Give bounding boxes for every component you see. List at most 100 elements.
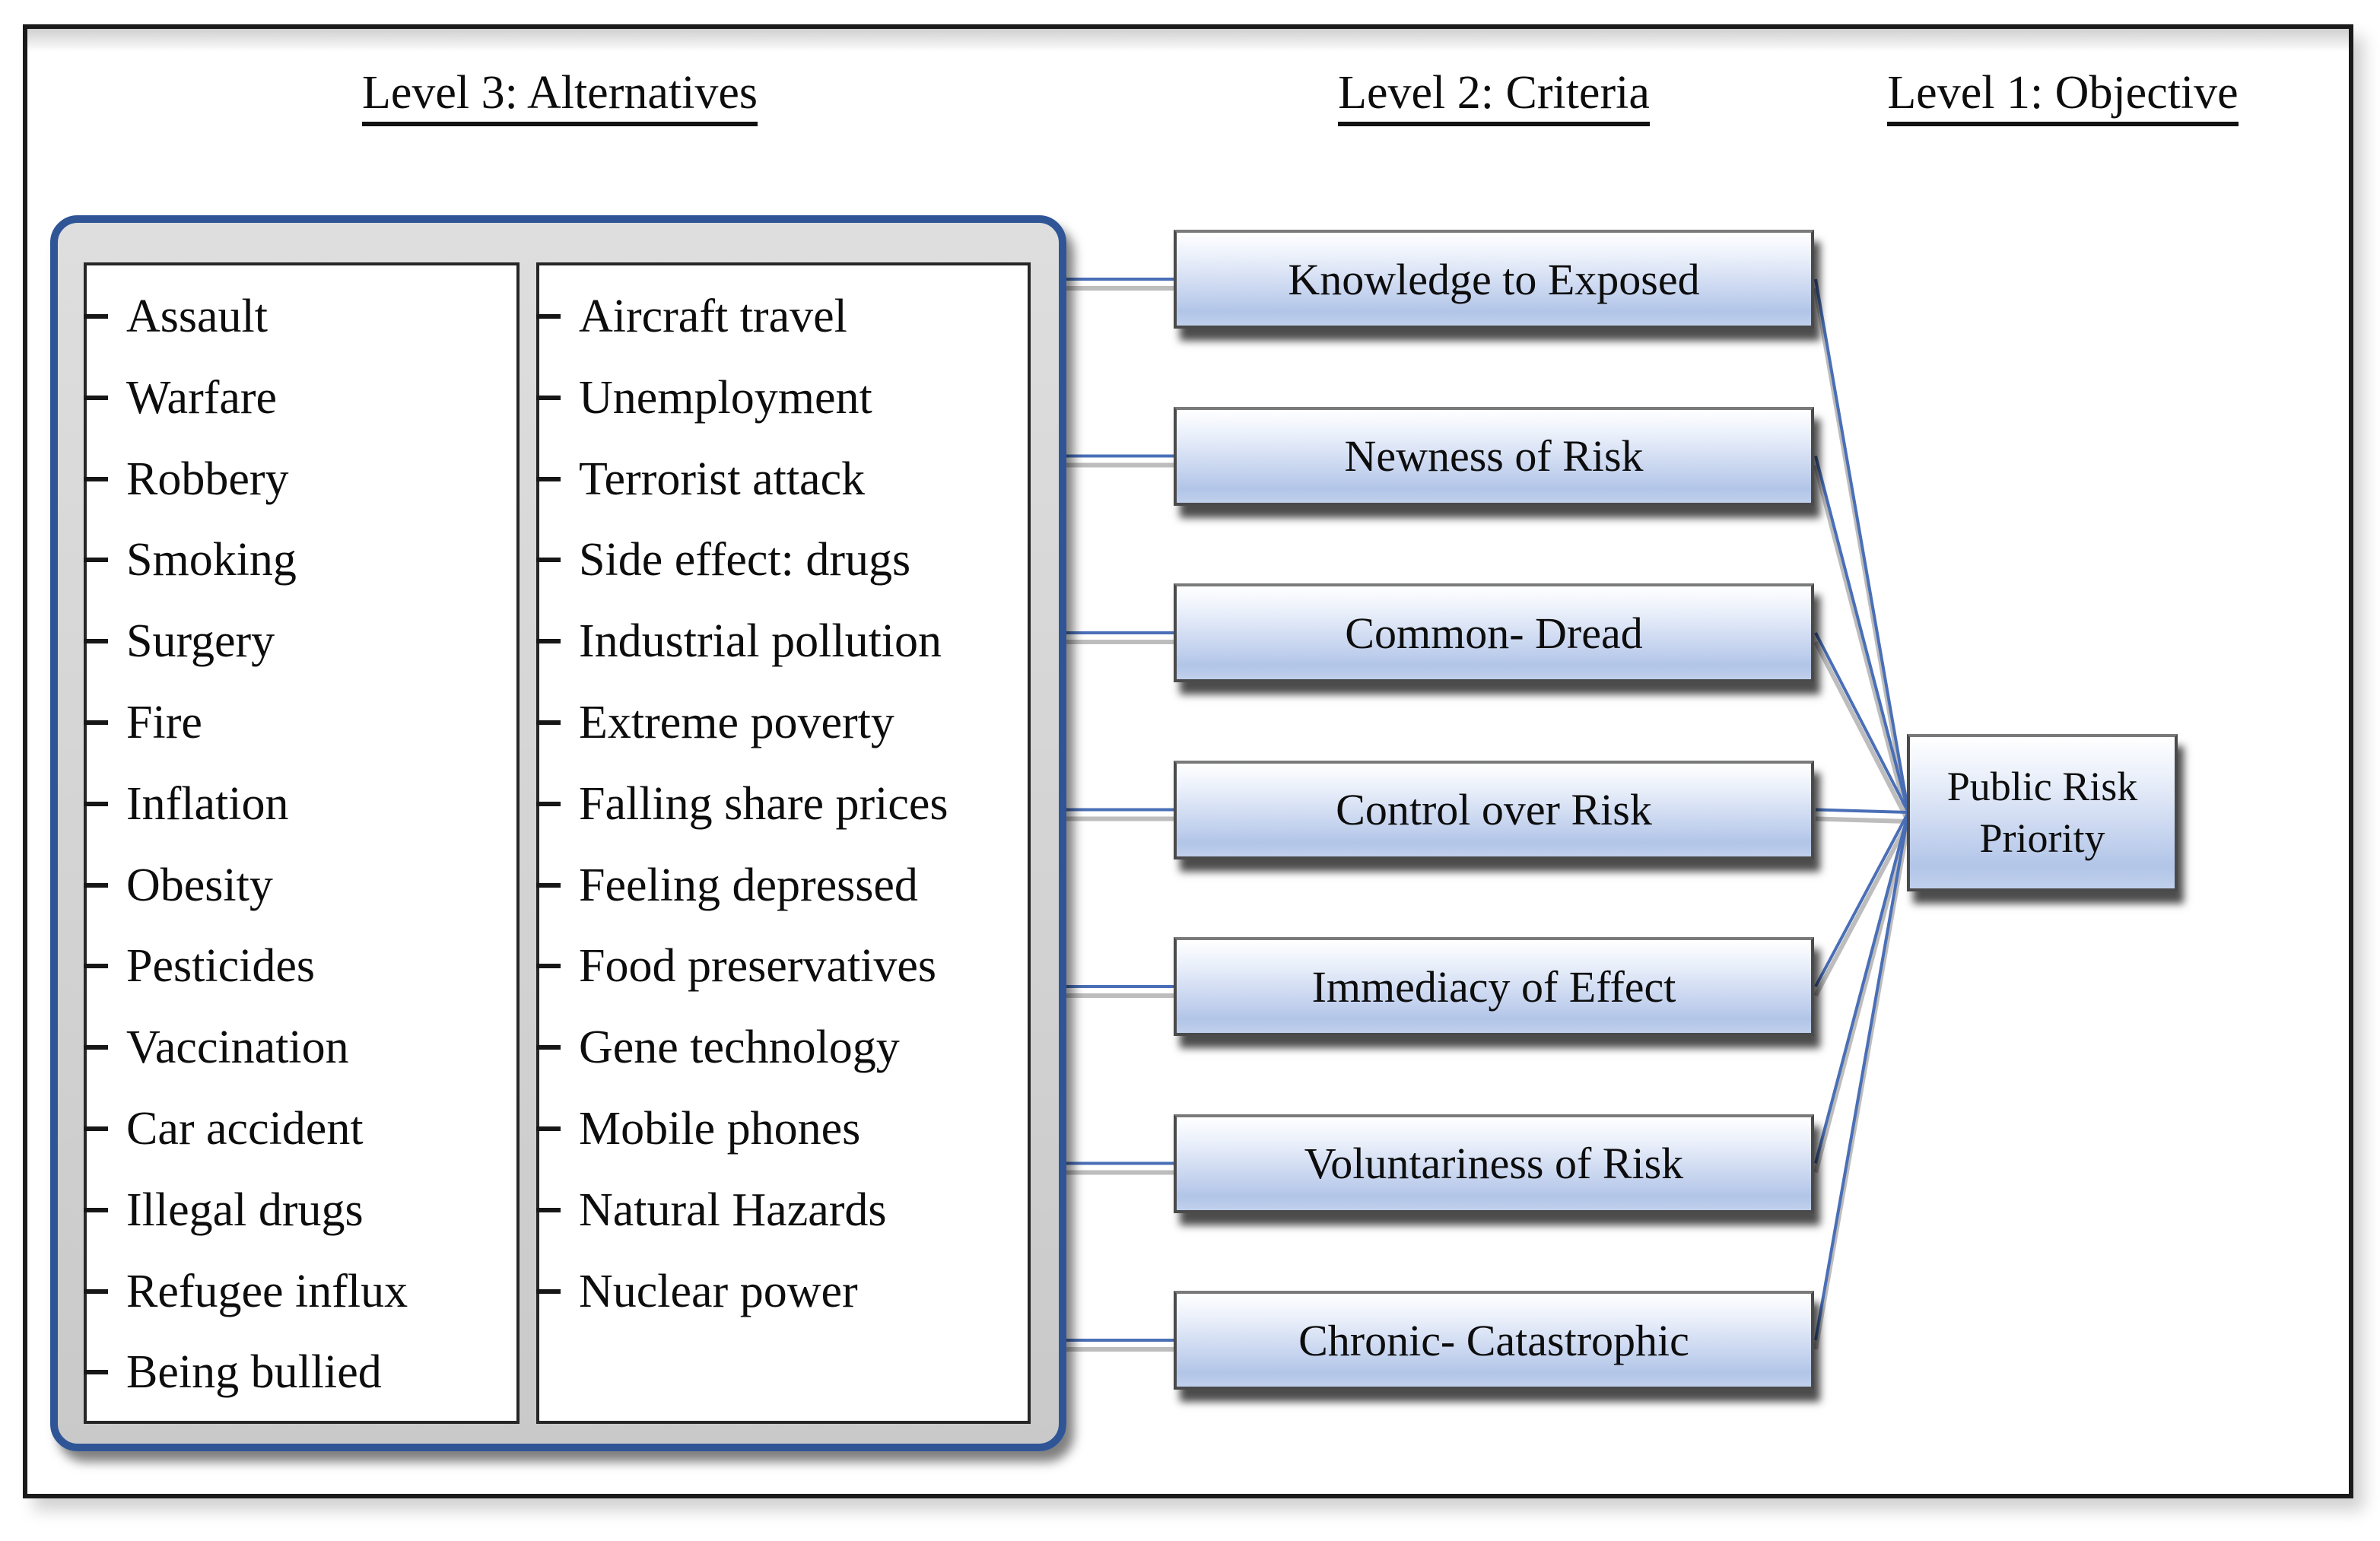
item-dash-icon — [84, 1370, 108, 1375]
alternative-item-label: Pesticides — [126, 940, 315, 993]
alternative-item-label: Unemployment — [579, 371, 872, 424]
alternative-item: Obesity — [84, 859, 516, 911]
alternative-item-label: Fire — [126, 697, 202, 748]
alternative-item-label: Industrial pollution — [579, 615, 942, 668]
alternative-item: Mobile phones — [536, 1103, 1028, 1155]
alternative-item: Car accident — [84, 1103, 516, 1155]
item-dash-icon — [536, 558, 561, 563]
item-dash-icon — [536, 1045, 561, 1050]
alternative-item: Feeling depressed — [536, 859, 1028, 911]
item-dash-icon — [536, 314, 561, 319]
item-dash-icon — [536, 1126, 561, 1131]
alternative-item: Nuclear power — [536, 1265, 1028, 1317]
alternative-item: Refugee influx — [84, 1265, 516, 1317]
item-dash-icon — [536, 882, 561, 888]
alternative-item-label: Refugee influx — [126, 1265, 408, 1317]
item-dash-icon — [536, 1207, 561, 1212]
level2-title: Level 2: Criteria — [1190, 67, 1798, 127]
alternative-item-label: Assault — [126, 291, 268, 342]
alternative-item-label: Obesity — [126, 859, 273, 911]
alternative-item: Aircraft travel — [536, 291, 1028, 342]
criteria-label: Newness of Risk — [1344, 431, 1644, 481]
alternative-item-label: Side effect: drugs — [579, 534, 911, 586]
alternative-item: Extreme poverty — [536, 697, 1028, 748]
alternative-item: Falling share prices — [536, 777, 1028, 830]
alternative-item: Industrial pollution — [536, 615, 1028, 668]
item-dash-icon — [84, 476, 108, 481]
alternative-item-label: Aircraft travel — [579, 291, 847, 342]
alternative-item-label: Inflation — [126, 777, 289, 830]
alternative-item: Unemployment — [536, 371, 1028, 424]
criteria-box: Newness of Risk — [1174, 406, 1814, 506]
alternative-item: Illegal drugs — [84, 1184, 516, 1236]
alternative-item-label: Mobile phones — [579, 1103, 861, 1155]
item-dash-icon — [84, 1288, 108, 1294]
item-dash-icon — [84, 720, 108, 725]
criteria-label: Common- Dread — [1345, 608, 1643, 658]
item-dash-icon — [536, 476, 561, 481]
level1-title-text: Level 1: Objective — [1887, 67, 2239, 127]
alternative-item-label: Vaccination — [126, 1022, 349, 1074]
alternative-item-label: Nuclear power — [579, 1265, 858, 1317]
alternative-item-label: Food preservatives — [579, 940, 937, 993]
criteria-label: Chronic- Catastrophic — [1298, 1315, 1689, 1365]
alternative-item: Natural Hazards — [536, 1184, 1028, 1236]
alternative-item-label: Robbery — [126, 453, 289, 505]
item-dash-icon — [84, 1126, 108, 1131]
criteria-label: Immediacy of Effect — [1311, 961, 1676, 1012]
alternative-item-label: Gene technology — [579, 1022, 900, 1074]
alternative-item-label: Car accident — [126, 1103, 364, 1155]
alternative-item-label: Terrorist attack — [579, 453, 866, 505]
alternative-item-label: Natural Hazards — [579, 1184, 887, 1236]
objective-box: Public Risk Priority — [1907, 734, 2178, 891]
alternative-item-label: Illegal drugs — [126, 1184, 364, 1236]
alternative-item: Side effect: drugs — [536, 534, 1028, 586]
criteria-box: Common- Dread — [1174, 583, 1814, 682]
criteria-box: Chronic- Catastrophic — [1174, 1291, 1814, 1390]
item-dash-icon — [84, 882, 108, 888]
alternative-item: Terrorist attack — [536, 453, 1028, 505]
criteria-label: Control over Risk — [1336, 785, 1652, 834]
alternative-item-label: Smoking — [126, 534, 297, 586]
alternative-item-label: Feeling depressed — [579, 859, 918, 911]
item-dash-icon — [84, 314, 108, 319]
item-dash-icon — [84, 1045, 108, 1050]
item-dash-icon — [84, 1207, 108, 1212]
item-dash-icon — [536, 639, 561, 644]
criteria-box: Voluntariness of Risk — [1174, 1114, 1814, 1213]
criteria-box: Control over Risk — [1174, 760, 1814, 859]
criteria-box: Knowledge to Exposed — [1174, 230, 1814, 329]
alternative-item: Inflation — [84, 777, 516, 830]
alternative-item: Robbery — [84, 453, 516, 505]
alternative-item-label: Surgery — [126, 615, 275, 668]
item-dash-icon — [536, 395, 561, 400]
alternative-item: Pesticides — [84, 940, 516, 993]
alternative-item-label: Being bullied — [126, 1346, 382, 1399]
item-dash-icon — [84, 964, 108, 969]
alternative-item: Gene technology — [536, 1022, 1028, 1074]
item-dash-icon — [84, 639, 108, 644]
alternative-item: Fire — [84, 697, 516, 748]
objective-label: Public Risk Priority — [1946, 764, 2138, 861]
item-dash-icon — [536, 964, 561, 969]
alternative-item-label: Warfare — [126, 371, 278, 424]
alternative-item: Food preservatives — [536, 940, 1028, 993]
level3-title: Level 3: Alternatives — [256, 67, 864, 127]
item-dash-icon — [536, 1288, 561, 1294]
criteria-box: Immediacy of Effect — [1174, 937, 1814, 1036]
item-dash-icon — [84, 395, 108, 400]
alternative-item: Vaccination — [84, 1022, 516, 1074]
alternative-item-label: Falling share prices — [579, 777, 949, 830]
item-dash-icon — [536, 801, 561, 806]
alternative-item: Warfare — [84, 371, 516, 424]
criteria-label: Voluntariness of Risk — [1304, 1139, 1684, 1188]
criteria-label: Knowledge to Exposed — [1288, 254, 1700, 304]
alternative-item-label: Extreme poverty — [579, 697, 894, 748]
alternative-item: Smoking — [84, 534, 516, 586]
level2-title-text: Level 2: Criteria — [1338, 67, 1650, 127]
item-dash-icon — [84, 558, 108, 563]
alternative-item: Assault — [84, 291, 516, 342]
